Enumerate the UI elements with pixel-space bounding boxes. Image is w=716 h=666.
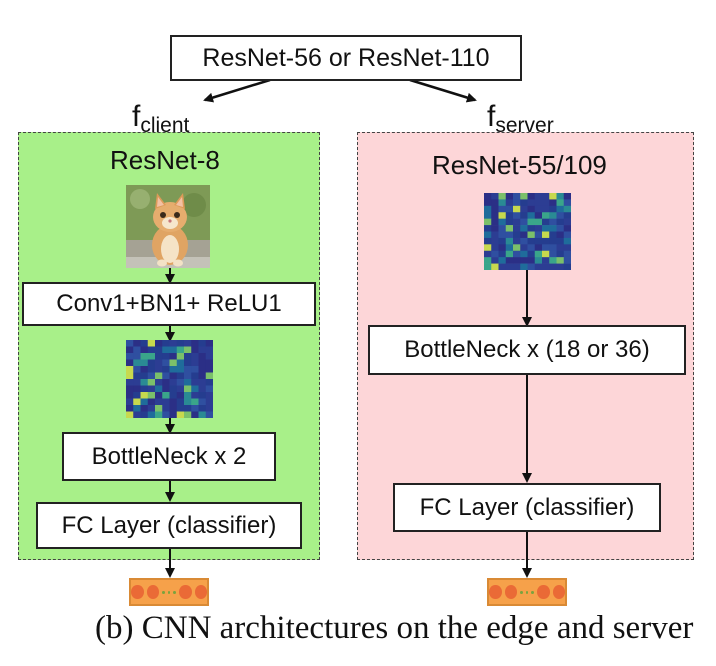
f-client-label: fclient <box>132 100 190 137</box>
client-panel-title: ResNet-8 <box>110 145 220 175</box>
output-vector-icon <box>129 578 209 606</box>
feature-map-icon <box>126 340 213 418</box>
feature-map-icon <box>484 193 571 270</box>
kitten-image <box>126 185 210 268</box>
f-server-label: fserver <box>487 100 554 137</box>
top-model-box: ResNet-56 or ResNet-110 <box>170 35 522 81</box>
top-model-label: ResNet-56 or ResNet-110 <box>202 43 490 72</box>
bottleneck-block-client: BottleNeck x 2 <box>62 432 276 481</box>
fc-layer-block-client: FC Layer (classifier) <box>36 502 302 549</box>
conv-bn-relu-block: Conv1+BN1+ ReLU1 <box>22 282 316 326</box>
bottleneck-block-server: BottleNeck x (18 or 36) <box>368 325 686 375</box>
server-panel-title: ResNet-55/109 <box>432 150 607 180</box>
output-vector-icon <box>487 578 567 606</box>
fc-layer-block-server: FC Layer (classifier) <box>393 483 661 532</box>
figure-caption: (b) CNN architectures on the edge and se… <box>95 610 694 646</box>
